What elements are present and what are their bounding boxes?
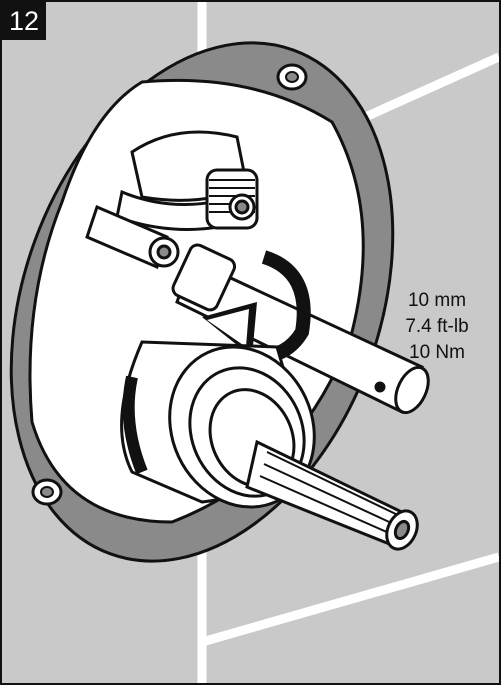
mounting-screw-top (276, 63, 308, 91)
torque-imperial: 7.4 ft-lb (405, 316, 469, 337)
torque-tool-size: 10 mm (407, 290, 467, 311)
side-pipe-stub (85, 204, 180, 270)
mounting-screw-bottom (31, 478, 63, 506)
cartridge-o-ring (122, 375, 148, 475)
splined-stem (245, 439, 419, 551)
torque-metric: 10 Nm (409, 342, 465, 363)
step-number-badge: 12 (2, 2, 46, 40)
threaded-connector (205, 168, 259, 230)
torque-specification: 10 mm 7.4 ft-lb 10 Nm (382, 288, 492, 366)
